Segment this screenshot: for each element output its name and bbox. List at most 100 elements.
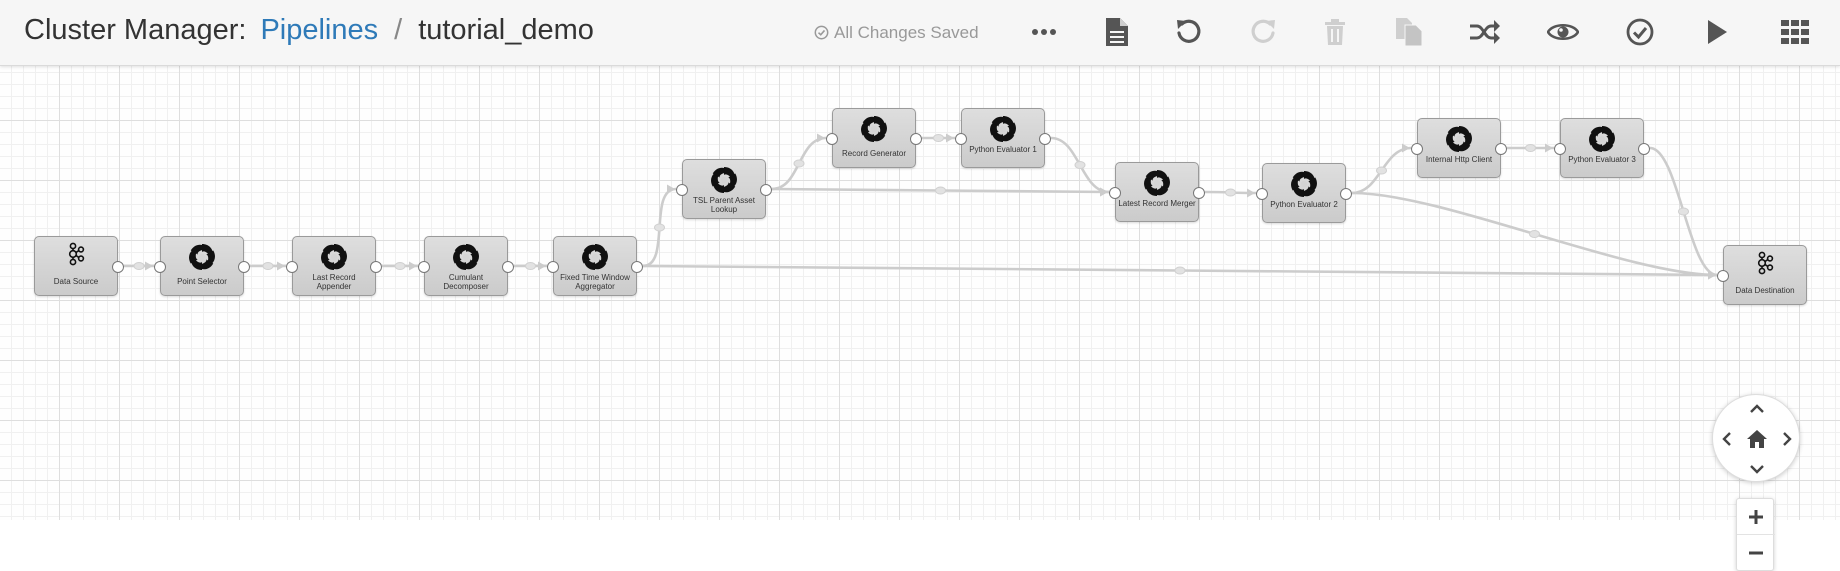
input-port[interactable] (1109, 187, 1121, 199)
edge-marker[interactable] (1525, 144, 1536, 152)
eye-icon (1547, 23, 1579, 41)
node-latest-record-merger[interactable]: Latest Record Merger (1109, 162, 1205, 222)
input-port[interactable] (1717, 270, 1729, 282)
input-port[interactable] (286, 261, 298, 273)
output-port[interactable] (370, 261, 382, 273)
edge-marker[interactable] (793, 159, 805, 168)
pan-right-button[interactable] (1775, 427, 1799, 451)
output-port[interactable] (502, 261, 514, 273)
pipeline-canvas[interactable]: Data Source Point Selector Last Record App… (0, 66, 1840, 571)
redo-icon (1251, 19, 1275, 43)
more-button[interactable] (1024, 12, 1064, 52)
output-port[interactable] (112, 261, 124, 273)
zoom-control (1736, 498, 1775, 571)
input-port[interactable] (1256, 188, 1268, 200)
run-button[interactable] (1697, 12, 1737, 52)
document-button[interactable] (1097, 12, 1137, 52)
node-python-evaluator-2[interactable]: Python Evaluator 2 (1256, 163, 1352, 223)
chevron-right-icon (1783, 432, 1792, 446)
edge-marker[interactable] (654, 223, 665, 232)
output-port[interactable] (1340, 188, 1352, 200)
undo-button[interactable] (1169, 12, 1209, 52)
kafka-icon (1724, 251, 1806, 275)
edge-marker[interactable] (262, 262, 274, 270)
zoom-out-button[interactable] (1737, 535, 1775, 571)
node-fixed-time-window-aggregator[interactable]: Fixed Time Window Aggregator (547, 236, 643, 296)
edge-arrowhead (145, 261, 153, 271)
node-label: Data Source (53, 277, 99, 286)
edge-marker[interactable] (133, 262, 145, 270)
node-internal-http-client[interactable]: Internal Http Client (1411, 118, 1507, 178)
output-port[interactable] (1638, 143, 1650, 155)
input-port[interactable] (154, 261, 166, 273)
copy-icon (1396, 18, 1423, 47)
node-python-evaluator-1[interactable]: Python Evaluator 1 (955, 108, 1051, 168)
edge-marker[interactable] (394, 262, 406, 270)
pipelines-link[interactable]: Pipelines (260, 14, 379, 46)
undo-icon (1177, 19, 1201, 43)
output-port[interactable] (1193, 187, 1205, 199)
redo-button[interactable] (1243, 12, 1283, 52)
output-port[interactable] (238, 261, 250, 273)
node-label: Last Record Appender (312, 273, 356, 291)
edge-marker[interactable] (1074, 161, 1086, 169)
minus-icon (1749, 551, 1763, 555)
node-point-selector[interactable]: Point Selector (154, 236, 250, 296)
node-data-destination[interactable]: Data Destination (1717, 245, 1807, 305)
processor-icon (962, 114, 1044, 144)
output-port[interactable] (760, 184, 772, 196)
breadcrumb-separator: / (394, 14, 403, 46)
output-port[interactable] (1039, 133, 1051, 145)
node-last-record-appender[interactable]: Last Record Appender (286, 236, 382, 296)
input-port[interactable] (418, 261, 430, 273)
edge-marker[interactable] (935, 186, 946, 195)
edge-marker[interactable] (1225, 188, 1236, 197)
edge-marker[interactable] (933, 134, 944, 142)
processor-icon (1561, 124, 1643, 154)
pan-home-button[interactable] (1745, 427, 1769, 451)
more-icon (1032, 29, 1056, 35)
pan-down-button[interactable] (1745, 457, 1769, 481)
pipeline-name: tutorial_demo (418, 14, 594, 46)
edge-arrowhead (1402, 143, 1410, 153)
edge-marker[interactable] (1678, 207, 1689, 216)
node-tsl-parent-asset-lookup[interactable]: TSL Parent Asset Lookup (676, 159, 772, 219)
node-data-source[interactable]: Data Source (34, 236, 124, 296)
input-port[interactable] (1554, 143, 1566, 155)
plus-icon (1749, 509, 1763, 524)
output-port[interactable] (910, 133, 922, 145)
node-python-evaluator-3[interactable]: Python Evaluator 3 (1554, 118, 1650, 178)
edge-marker[interactable] (1376, 166, 1387, 175)
delete-button[interactable] (1315, 12, 1355, 52)
node-record-generator[interactable]: Record Generator (826, 108, 922, 168)
processor-icon (425, 242, 507, 272)
output-port[interactable] (631, 261, 643, 273)
chevron-up-icon (1750, 404, 1764, 413)
edge-arrowhead (277, 261, 285, 271)
pan-up-button[interactable] (1745, 397, 1769, 421)
edge-marker[interactable] (525, 262, 536, 270)
output-port[interactable] (1495, 143, 1507, 155)
pan-left-button[interactable] (1715, 427, 1739, 451)
copy-button[interactable] (1389, 12, 1429, 52)
preview-button[interactable] (1543, 12, 1583, 52)
processor-icon (554, 242, 636, 272)
shuffle-button[interactable] (1465, 12, 1505, 52)
trash-icon (1325, 19, 1345, 45)
save-status-text: All Changes Saved (834, 23, 979, 42)
edge-marker[interactable] (1529, 230, 1540, 238)
input-port[interactable] (955, 133, 967, 145)
validate-button[interactable] (1620, 12, 1660, 52)
input-port[interactable] (676, 184, 688, 196)
input-port[interactable] (826, 133, 838, 145)
pan-control (1712, 394, 1800, 482)
edge-arrowhead (538, 261, 546, 271)
zoom-in-button[interactable] (1737, 499, 1775, 535)
node-label: Point Selector (177, 277, 227, 286)
input-port[interactable] (547, 261, 559, 273)
edge-marker[interactable] (1174, 266, 1186, 275)
node-cumulant-decomposer[interactable]: Cumulant Decomposer (418, 236, 514, 296)
edge-arrowhead (1247, 188, 1255, 198)
apps-button[interactable] (1775, 12, 1815, 52)
input-port[interactable] (1411, 143, 1423, 155)
